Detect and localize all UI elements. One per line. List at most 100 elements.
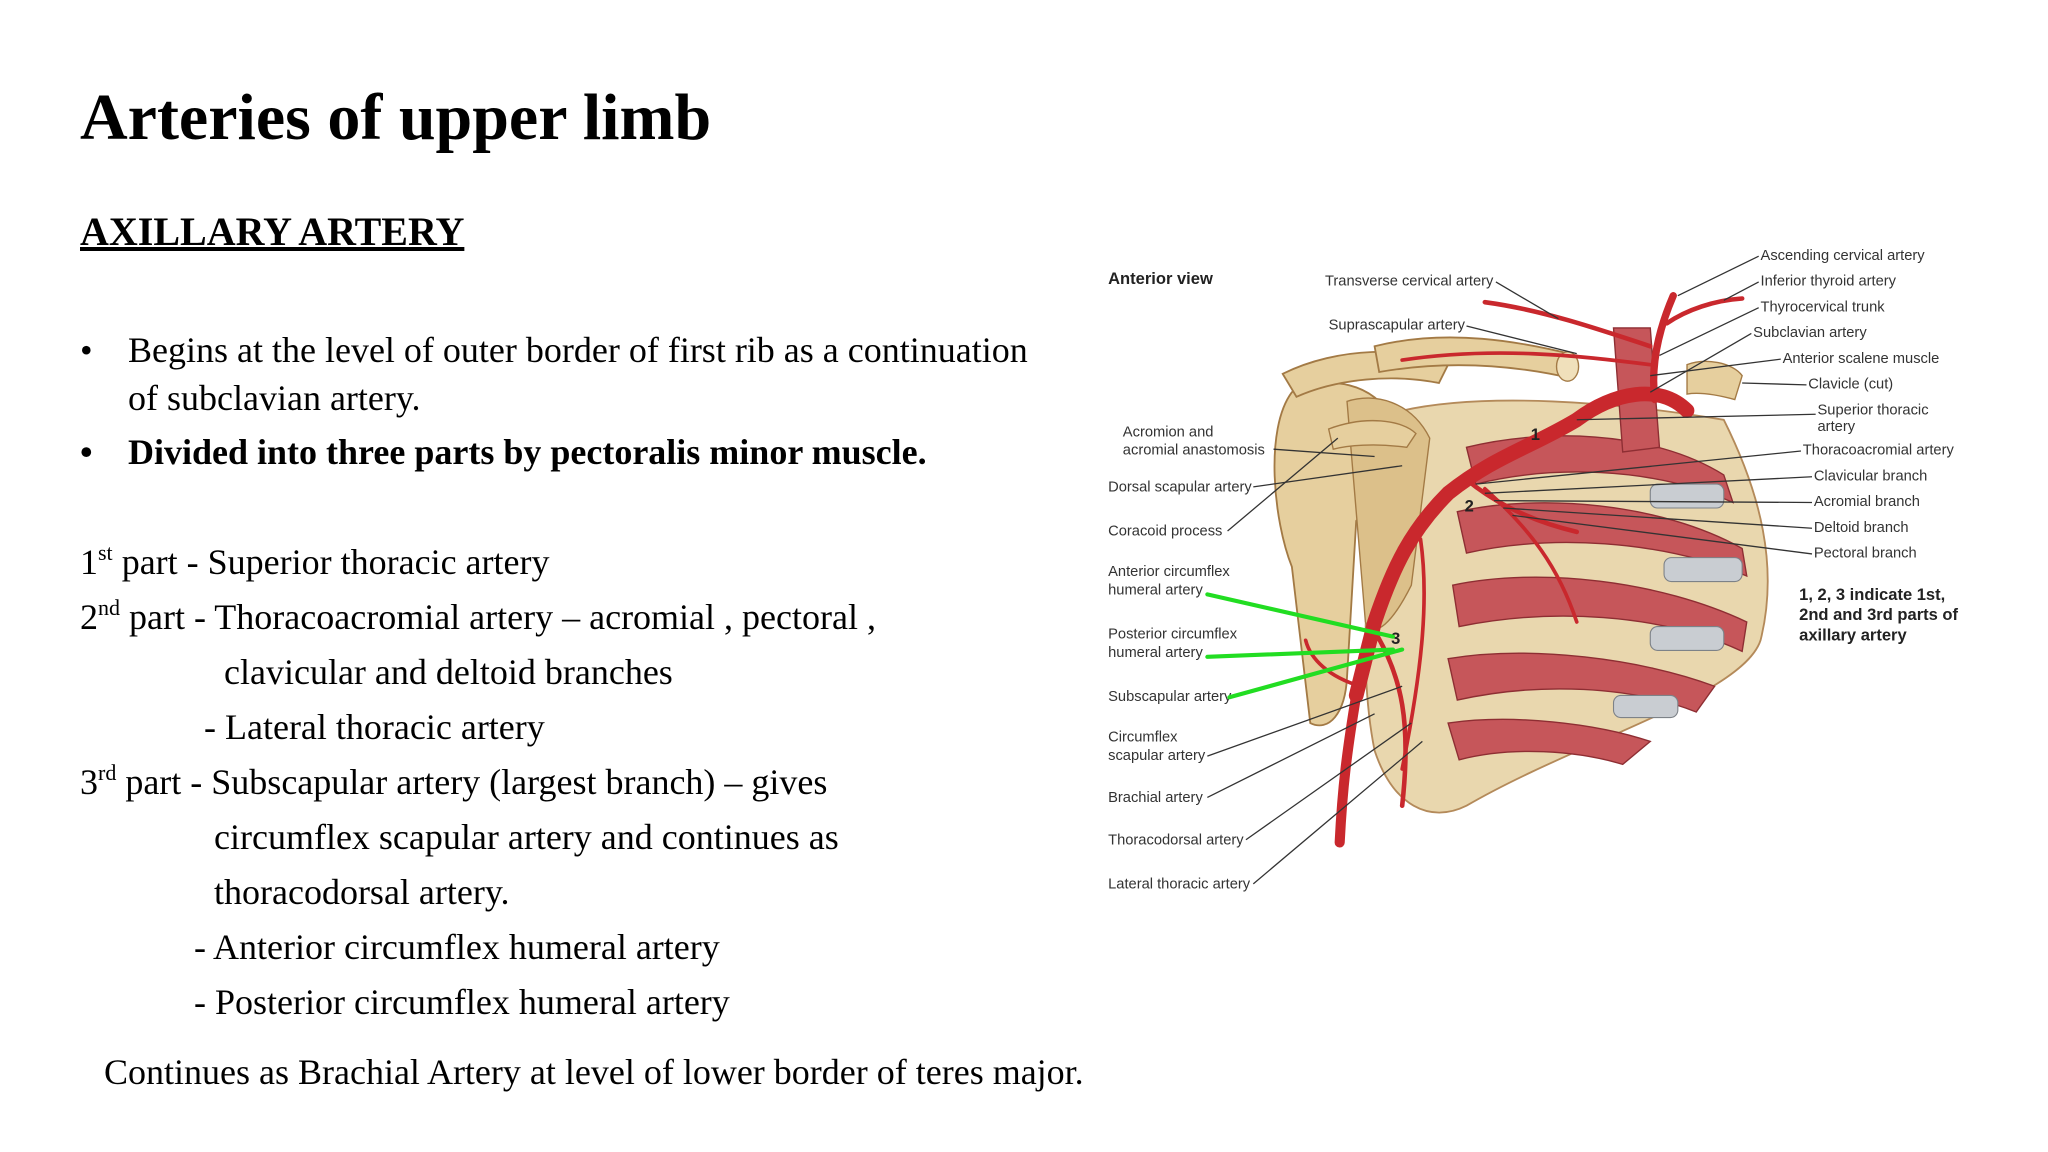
clavicle-medial-cut xyxy=(1686,360,1743,401)
section-heading: AXILLARY ARTERY xyxy=(80,209,465,254)
part-3-continuation-1: circumflex scapular artery and continues… xyxy=(214,817,839,857)
label-subclavian: Subclavian artery xyxy=(1753,325,1867,341)
label-coracoid: Coracoid process xyxy=(1108,524,1222,540)
label-circumflex-scapular-1: Circumflex xyxy=(1108,729,1178,745)
label-brachial: Brachial artery xyxy=(1108,790,1203,806)
thoracoacromial-branch xyxy=(1464,477,1580,535)
part-text: part - Thoracoacromial artery – acromial… xyxy=(120,597,876,637)
leader-anterior-scalene xyxy=(1650,358,1781,377)
part-text: part - Superior thoracic artery xyxy=(112,542,550,582)
label-anterior-scalene: Anterior scalene muscle xyxy=(1783,351,1940,367)
label-circumflex-scapular-2: scapular artery xyxy=(1108,748,1206,764)
leader-transverse-cervical xyxy=(1495,281,1559,320)
ordinal-suffix: st xyxy=(98,540,113,565)
anatomy-drawing xyxy=(1273,292,1769,848)
part-2-line: 2nd part - Thoracoacromial artery – acro… xyxy=(80,593,876,641)
bullet-dot: • xyxy=(80,330,93,370)
label-posterior-circumflex-1: Posterior circumflex xyxy=(1108,626,1238,642)
part-1-line: 1st part - Superior thoracic artery xyxy=(80,538,550,586)
figure-note: 1, 2, 3 indicate 1st, 2nd and 3rd parts … xyxy=(1799,585,1958,644)
leader-dorsal-scapular xyxy=(1253,465,1403,488)
label-ascending-cervical: Ascending cervical artery xyxy=(1761,248,1926,264)
part-number: 2 xyxy=(80,597,98,637)
bullet-text: Divided into three parts by pectoralis m… xyxy=(128,432,927,472)
pointer-subscapular xyxy=(1227,647,1405,700)
leader-ascending-cervical xyxy=(1677,255,1759,297)
label-clavicle: Clavicle (cut) xyxy=(1808,377,1893,393)
label-dorsal-scapular: Dorsal scapular artery xyxy=(1108,479,1252,495)
bullet-dot: • xyxy=(80,432,93,472)
suprascapular-branch xyxy=(1400,351,1653,367)
label-lateral-thoracic: Lateral thoracic artery xyxy=(1108,876,1251,892)
label-acromion-1: Acromion and xyxy=(1123,424,1214,440)
part-3-posterior-circumflex: - Posterior circumflex humeral artery xyxy=(194,982,730,1022)
label-pectoral-branch: Pectoral branch xyxy=(1814,546,1917,562)
thyrocervical-trunk xyxy=(1649,292,1677,404)
part-marker-2: 2 xyxy=(1465,497,1474,516)
subclavian-axillary-trunk xyxy=(1348,386,1695,703)
bullet-item-begins: • Begins at the level of outer border of… xyxy=(80,326,1040,422)
leader-thyrocervical xyxy=(1659,307,1759,357)
transverse-cervical-branch xyxy=(1482,299,1653,349)
label-clavicular-branch: Clavicular branch xyxy=(1814,468,1927,484)
lateral-thoracic-branch xyxy=(1400,537,1426,771)
left-labels: Acromion and acromial anastomosis Dorsal… xyxy=(1108,424,1423,892)
label-acromion-2: acromial anastomosis xyxy=(1123,443,1265,459)
label-acromial-branch: Acromial branch xyxy=(1814,494,1920,510)
label-transverse-cervical: Transverse cervical artery xyxy=(1325,274,1494,290)
pointer-anterior-circumflex xyxy=(1205,592,1396,639)
bullet-item-divided: • Divided into three parts by pectoralis… xyxy=(80,428,1040,476)
label-thoracoacromial: Thoracoacromial artery xyxy=(1803,443,1955,459)
part-marker-1: 1 xyxy=(1531,425,1540,444)
coracoid-process xyxy=(1327,419,1417,451)
label-deltoid-branch: Deltoid branch xyxy=(1814,520,1909,536)
part-text: part - Subscapular artery (largest branc… xyxy=(116,762,828,802)
part-3-continuation-2: thoracodorsal artery. xyxy=(214,872,510,912)
label-thoracodorsal: Thoracodorsal artery xyxy=(1108,832,1244,848)
subscapular-branch xyxy=(1372,628,1408,809)
leader-circumflex-scapular xyxy=(1207,685,1403,757)
leader-superior-thoracic xyxy=(1576,413,1816,421)
leader-acromial-branch xyxy=(1494,500,1813,504)
brachial-artery xyxy=(1334,690,1362,848)
footer-note: Continues as Brachial Artery at level of… xyxy=(104,1052,1084,1092)
label-superior-thoracic-2: artery xyxy=(1818,419,1856,435)
bullet-list: • Begins at the level of outer border of… xyxy=(80,326,1040,482)
leader-suprascapular xyxy=(1466,325,1577,355)
leader-inferior-thyroid xyxy=(1723,281,1760,301)
part-markers: 1 2 3 xyxy=(1391,425,1540,648)
view-label: Anterior view xyxy=(1108,269,1213,288)
leader-clavicle xyxy=(1742,382,1807,386)
label-superior-thoracic-1: Superior thoracic xyxy=(1818,402,1929,418)
label-anterior-circumflex-2: humeral artery xyxy=(1108,582,1203,598)
label-anterior-circumflex-1: Anterior circumflex xyxy=(1108,564,1230,580)
bullet-text: Begins at the level of outer border of f… xyxy=(128,330,1028,418)
part-2-continuation: clavicular and deltoid branches xyxy=(224,652,673,692)
part-number: 3 xyxy=(80,762,98,802)
leader-thoracoacromial xyxy=(1475,450,1802,485)
ordinal-suffix: nd xyxy=(98,595,120,620)
leader-clavicular-branch xyxy=(1484,476,1813,494)
note-line-3: axillary artery xyxy=(1799,625,1907,644)
pointer-posterior-circumflex xyxy=(1205,647,1396,659)
part-marker-3: 3 xyxy=(1391,629,1400,648)
label-thyrocervical: Thyrocervical trunk xyxy=(1761,299,1886,315)
right-labels: Ascending cervical artery Inferior thyro… xyxy=(1475,248,1955,562)
note-line-1: 1, 2, 3 indicate 1st, xyxy=(1799,585,1945,604)
part-2-lateral-thoracic: - Lateral thoracic artery xyxy=(204,707,545,747)
leader-deltoid-branch xyxy=(1503,507,1813,529)
label-suprascapular: Suprascapular artery xyxy=(1329,318,1466,334)
part-3-line: 3rd part - Subscapular artery (largest b… xyxy=(80,758,827,806)
label-inferior-thyroid: Inferior thyroid artery xyxy=(1761,274,1897,290)
pectoral-branch xyxy=(1483,486,1579,624)
leader-pectoral-branch xyxy=(1512,514,1813,555)
leader-lateral-thoracic xyxy=(1252,740,1423,885)
anatomy-figure: Anterior view 1 2 3 Acromion and acromia… xyxy=(1060,236,2020,916)
label-subscapular: Subscapular artery xyxy=(1108,689,1232,705)
top-labels: Transverse cervical artery Suprascapular… xyxy=(1325,274,1577,355)
circumflex-humeral-branches xyxy=(1303,638,1363,689)
part-3-anterior-circumflex: - Anterior circumflex humeral artery xyxy=(194,927,720,967)
leader-acromion xyxy=(1273,448,1375,458)
leader-thoracodorsal xyxy=(1245,722,1412,841)
